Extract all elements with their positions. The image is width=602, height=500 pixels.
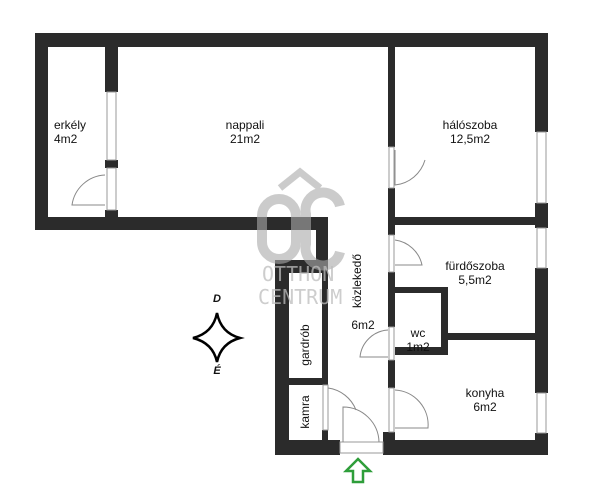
room-area: 1m2 bbox=[406, 340, 430, 354]
room-name: wc bbox=[410, 326, 426, 340]
watermark-line2: CENTRUM bbox=[258, 285, 343, 309]
room-area: 12,5m2 bbox=[449, 132, 491, 146]
room-nappali: nappali 21m2 bbox=[215, 118, 275, 146]
room-furdoszoba: fürdőszoba 5,5m2 bbox=[435, 259, 515, 287]
watermark-logo bbox=[257, 167, 345, 271]
room-kozlekedo-name: közlekedő bbox=[350, 253, 364, 309]
room-area: 5,5m2 bbox=[458, 273, 492, 287]
room-gardrob: gardrób bbox=[298, 324, 312, 366]
room-name: hálószoba bbox=[442, 118, 498, 132]
room-konyha: konyha 6m2 bbox=[455, 386, 515, 414]
room-area: 4m2 bbox=[54, 132, 78, 146]
room-kozlekedo-area: 6m2 bbox=[351, 318, 375, 332]
room-name: nappali bbox=[225, 118, 265, 132]
room-kamra: kamra bbox=[298, 395, 312, 429]
room-name: konyha bbox=[465, 386, 505, 400]
room-wc: wc 1m2 bbox=[398, 326, 438, 354]
room-erkely: erkély 4m2 bbox=[54, 118, 94, 146]
door-swings bbox=[71, 150, 429, 443]
windows bbox=[106, 91, 547, 454]
room-area: 21m2 bbox=[229, 132, 261, 146]
compass-top-label: D bbox=[213, 293, 221, 305]
room-area: 6m2 bbox=[473, 400, 497, 414]
entrance-arrow-icon bbox=[342, 457, 374, 484]
room-haloszoba: hálószoba 12,5m2 bbox=[430, 118, 510, 146]
room-name: erkély bbox=[54, 118, 87, 132]
watermark-line1: OTTHON bbox=[262, 262, 335, 286]
room-name: fürdőszoba bbox=[445, 259, 505, 273]
walls bbox=[35, 33, 548, 455]
compass-icon bbox=[192, 312, 245, 363]
compass-bottom-label: É bbox=[213, 365, 221, 377]
